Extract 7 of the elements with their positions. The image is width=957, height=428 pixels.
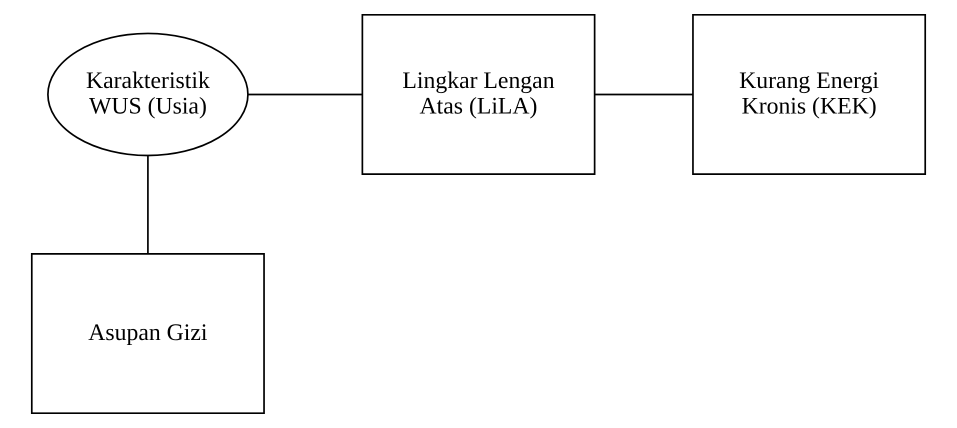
node-ellipse: Karakteristik WUS (Usia) <box>47 32 249 156</box>
node-box: Kurang Energi Kronis (KEK) <box>692 14 926 175</box>
node-box: Asupan Gizi <box>30 253 265 414</box>
connector <box>594 94 692 96</box>
connector <box>248 94 362 96</box>
node-box: Lingkar Lengan Atas (LiLA) <box>362 14 596 175</box>
connector <box>147 156 149 254</box>
